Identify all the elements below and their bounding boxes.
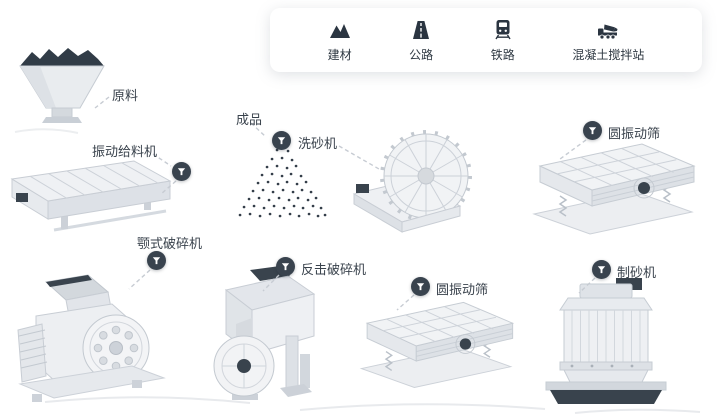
legend-label: 混凝土搅拌站	[572, 47, 645, 62]
funnel-icon	[177, 168, 186, 176]
jaw-crusher-badge[interactable]	[147, 251, 166, 270]
funnel-icon	[416, 283, 425, 291]
funnel-icon	[277, 137, 286, 145]
legend-item-highway[interactable]: 公路	[409, 18, 433, 63]
sand-washer-badge[interactable]	[272, 131, 291, 150]
label-screen-bottom[interactable]: 圆振动筛	[436, 282, 489, 297]
legend-item-railway[interactable]: 铁路	[491, 18, 515, 63]
label-sand-maker[interactable]: 制砂机	[617, 265, 657, 280]
circular-vibrating-screen-top-illustration	[532, 143, 696, 235]
legend-item-concrete-mixing-plant[interactable]: 混凝土搅拌站	[572, 18, 644, 63]
funnel-icon	[152, 257, 161, 265]
raw-material-hopper-illustration	[19, 48, 105, 123]
vibrating-feeder-illustration	[10, 160, 172, 232]
highway-icon	[413, 20, 430, 39]
label-finished-product: 成品	[236, 112, 263, 127]
funnel-icon	[597, 266, 606, 274]
jaw-crusher-illustration	[17, 274, 166, 402]
application-legend-panel: 建材 公路 铁路	[270, 8, 702, 72]
label-vibrating-feeder[interactable]: 振动给料机	[92, 144, 158, 159]
sand-washer-illustration	[352, 130, 472, 233]
label-impact-crusher[interactable]: 反击破碎机	[301, 262, 367, 277]
circular-vibrating-screen-bottom-illustration	[359, 301, 515, 388]
label-sand-washer[interactable]: 洗砂机	[298, 136, 338, 151]
legend-label: 铁路	[490, 47, 515, 62]
impact-crusher-badge[interactable]	[276, 257, 295, 276]
label-jaw-crusher[interactable]: 颚式破碎机	[137, 236, 203, 251]
sand-maker-badge[interactable]	[592, 260, 611, 279]
label-screen-top[interactable]: 圆振动筛	[608, 126, 661, 141]
building-materials-icon	[329, 23, 350, 38]
railway-icon	[495, 19, 511, 39]
funnel-icon	[281, 263, 290, 271]
impact-crusher-illustration	[213, 266, 316, 400]
concrete-mixing-plant-icon	[598, 24, 618, 39]
legend-label: 公路	[409, 47, 434, 62]
vibrating-feeder-badge[interactable]	[172, 162, 191, 181]
screen-bottom-badge[interactable]	[411, 277, 430, 296]
screen-top-badge[interactable]	[583, 121, 602, 140]
legend-item-building-materials[interactable]: 建材	[328, 18, 352, 63]
sand-maker-illustration	[545, 278, 667, 404]
label-raw-material: 原料	[112, 88, 139, 103]
funnel-icon	[588, 127, 597, 135]
legend-label: 建材	[327, 47, 352, 62]
